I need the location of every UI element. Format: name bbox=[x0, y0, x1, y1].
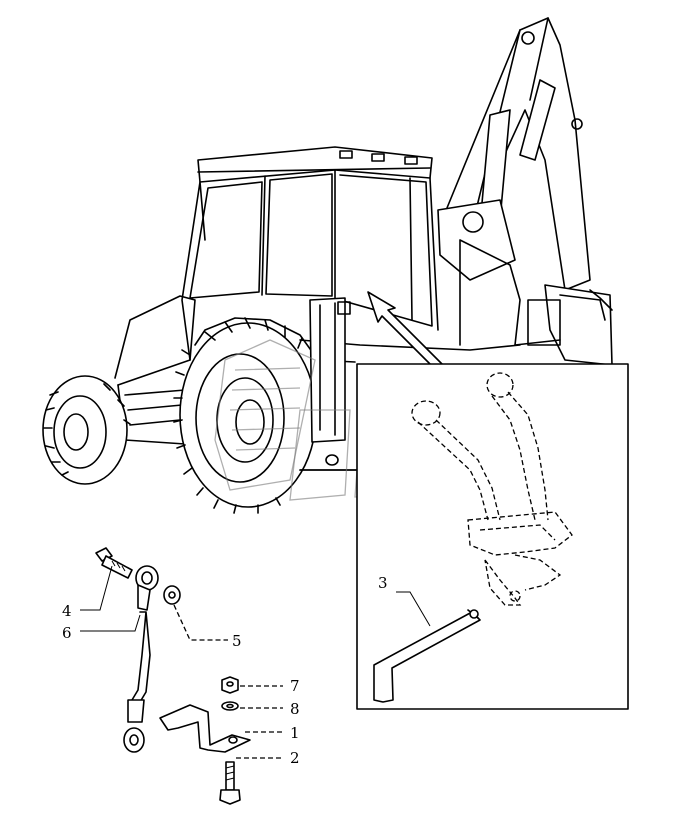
backhoe-loader-illustration bbox=[42, 17, 613, 514]
loose-parts: 4 6 5 7 8 1 2 bbox=[62, 547, 300, 805]
leader-6 bbox=[80, 614, 141, 632]
front-wheel bbox=[42, 375, 131, 485]
callout-2: 2 bbox=[290, 749, 300, 767]
callout-1: 1 bbox=[290, 724, 300, 742]
part-5-washer bbox=[163, 585, 181, 605]
lever-housing bbox=[309, 297, 346, 443]
engine-hood bbox=[114, 295, 196, 386]
cab-frame bbox=[181, 169, 439, 361]
backhoe-boom bbox=[437, 17, 613, 366]
phantom-control-levers bbox=[411, 372, 573, 606]
part-7-nut bbox=[221, 676, 239, 694]
callout-8: 8 bbox=[290, 700, 300, 718]
part-3-lever-extension bbox=[373, 609, 481, 703]
callout-6: 6 bbox=[62, 624, 72, 642]
leader-5 bbox=[173, 604, 228, 641]
part-6-ground-cable bbox=[123, 565, 159, 753]
callout-7: 7 bbox=[290, 677, 300, 695]
part-4-bolt bbox=[95, 547, 133, 579]
leader-4 bbox=[80, 565, 113, 611]
callout-3: 3 bbox=[378, 574, 388, 592]
leader-3 bbox=[396, 591, 431, 627]
callout-5: 5 bbox=[232, 632, 242, 650]
part-2-bolt bbox=[219, 761, 241, 805]
part-8-washer bbox=[221, 701, 239, 711]
callout-4: 4 bbox=[62, 602, 72, 620]
detail-view: 3 bbox=[356, 363, 629, 710]
part-1-bracket bbox=[159, 704, 251, 753]
cab-roof bbox=[197, 146, 433, 183]
rear-wheel bbox=[173, 317, 319, 514]
